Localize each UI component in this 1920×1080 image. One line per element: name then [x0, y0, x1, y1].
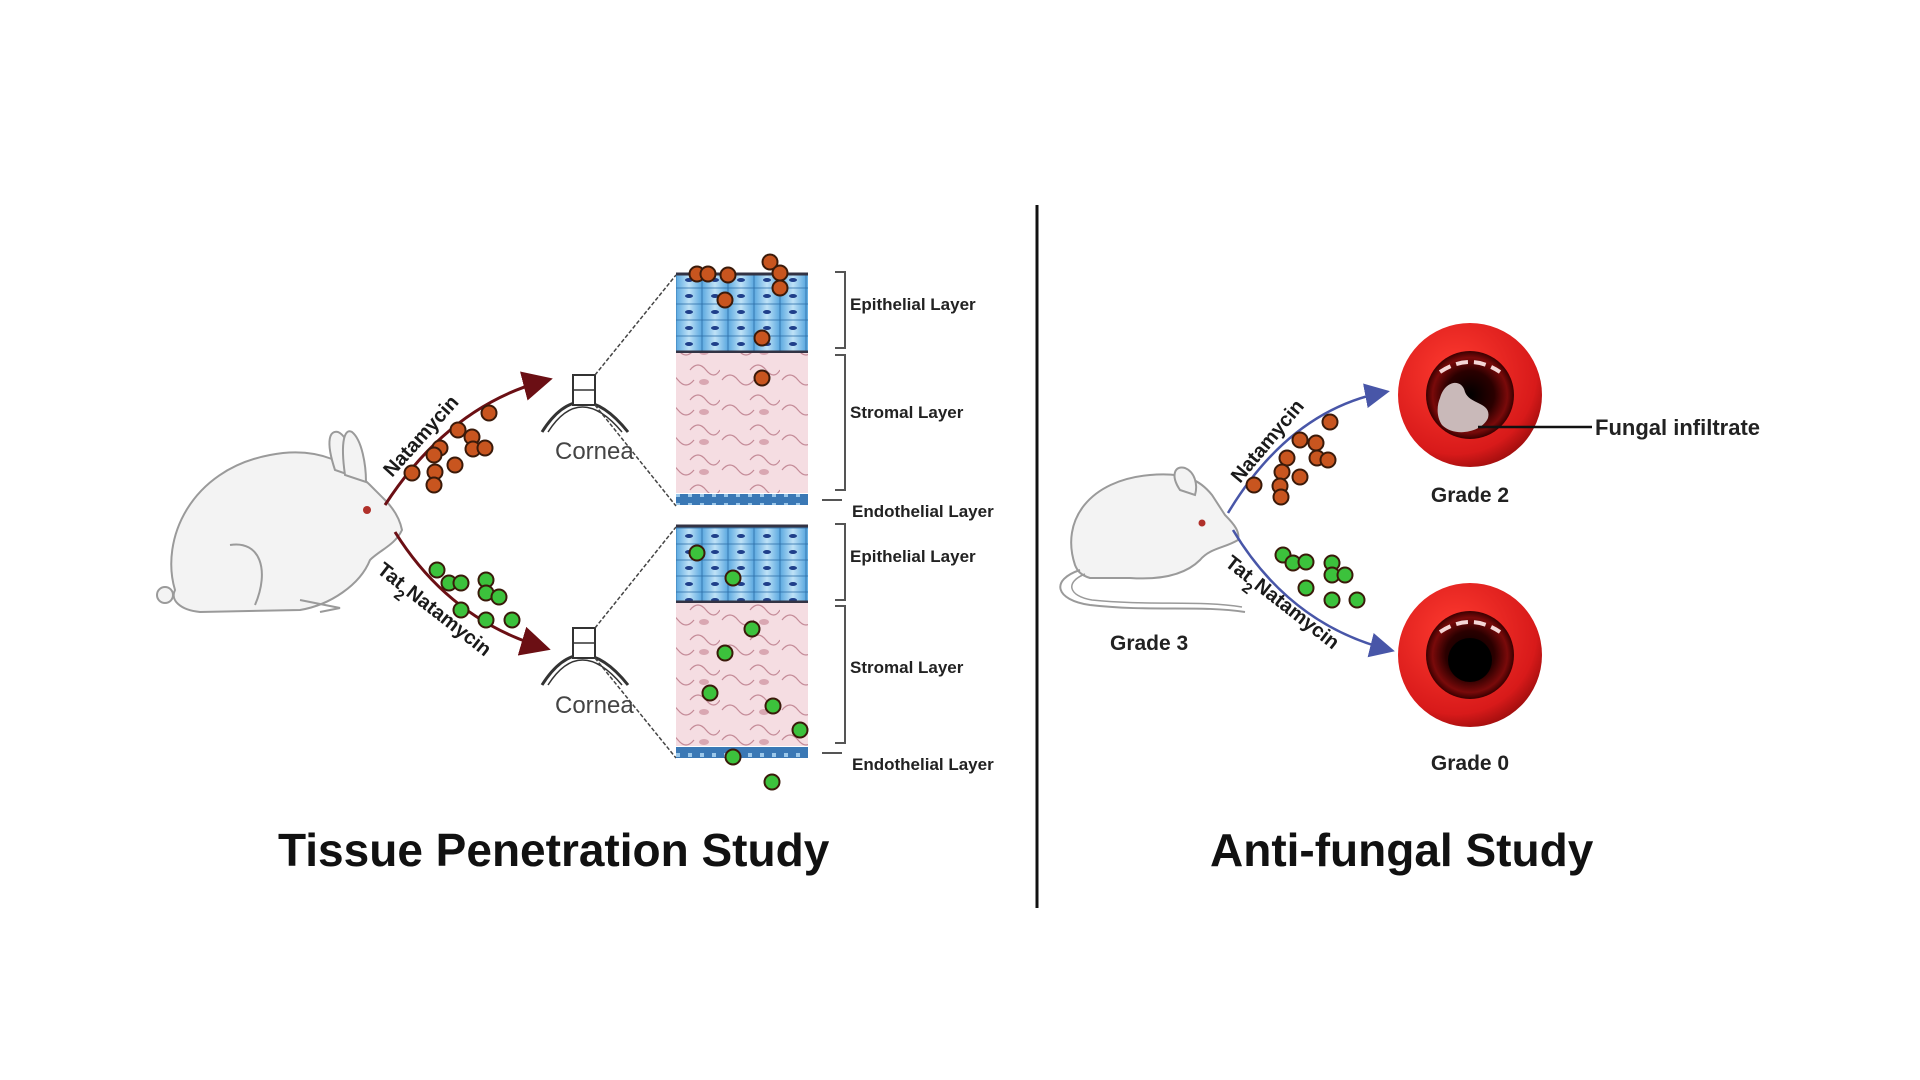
grade-2-label: Grade 2 — [1431, 484, 1509, 507]
natamycin-particles — [403, 404, 498, 494]
layer-label-epithelial: Epithelial Layer — [850, 547, 976, 566]
stromal-layer — [676, 353, 808, 493]
tat2natamycin-arrow — [1231, 529, 1395, 658]
cornea-label: Cornea — [555, 438, 634, 465]
drug-particle-icon — [791, 721, 809, 739]
cornea-icon — [540, 627, 630, 686]
mouse-eye — [1198, 519, 1206, 527]
tat2natamycin-particles — [428, 561, 521, 629]
drug-particle-icon — [771, 279, 789, 297]
fungal-infiltrate-label: Fungal infiltrate — [1595, 415, 1760, 440]
natamycin-tissue-particles — [688, 253, 789, 387]
drug-particle-icon — [1348, 591, 1366, 609]
drug-particle-icon — [425, 446, 443, 464]
drug-particle-icon — [771, 264, 789, 282]
drug-particle-icon — [1273, 463, 1291, 481]
drug-particle-icon — [403, 464, 421, 482]
drug-particle-icon — [452, 601, 470, 619]
layer-label-epithelial: Epithelial Layer — [850, 295, 976, 314]
cornea-label: Cornea — [555, 692, 634, 719]
cornea-cross-section-natamycin — [676, 272, 808, 505]
zoom-line — [594, 657, 677, 759]
drug-particle-icon — [724, 748, 742, 766]
drug-particle-icon — [1323, 591, 1341, 609]
drug-particle-icon — [477, 611, 495, 629]
drug-particle-icon — [1297, 553, 1315, 571]
drug-particle-icon — [1336, 566, 1354, 584]
drug-particle-icon — [1297, 579, 1315, 597]
grade-0-label: Grade 0 — [1431, 752, 1509, 775]
tat2natamycin-particles — [1274, 546, 1366, 609]
cornea-cross-section-tat2natamycin — [676, 524, 808, 758]
drug-particle-icon — [699, 265, 717, 283]
mouse-icon — [1059, 466, 1246, 613]
rabbit-eye — [363, 506, 371, 514]
drug-particle-icon — [428, 561, 446, 579]
drug-particle-icon — [761, 253, 779, 271]
drug-particle-icon — [476, 439, 494, 457]
drug-particle-icon — [425, 476, 443, 494]
drug-particle-icon — [1278, 449, 1296, 467]
drug-particle-icon — [446, 456, 464, 474]
drug-particle-icon — [701, 684, 719, 702]
drug-particle-icon — [724, 569, 742, 587]
left-panel-title: Tissue Penetration Study — [278, 824, 830, 876]
epithelial-layer — [676, 526, 808, 602]
drug-particle-icon — [480, 404, 498, 422]
drug-particle-icon — [719, 266, 737, 284]
drug-particle-icon — [1319, 451, 1337, 469]
drug-particle-icon — [753, 329, 771, 347]
right-panel-title: Anti-fungal Study — [1210, 824, 1594, 876]
fungal-infiltrate — [1437, 382, 1489, 433]
mouse-grade-label: Grade 3 — [1110, 632, 1188, 655]
cornea-icon — [540, 374, 630, 433]
layer-label-stromal: Stromal Layer — [850, 403, 964, 422]
drug-particle-icon — [449, 421, 467, 439]
endothelial-layer — [676, 494, 808, 505]
drug-particle-icon — [743, 620, 761, 638]
zoom-line — [594, 526, 677, 629]
drug-particle-icon — [503, 611, 521, 629]
layer-label-endothelial: Endothelial Layer — [852, 502, 994, 521]
drug-particle-icon — [490, 588, 508, 606]
drug-particle-icon — [764, 697, 782, 715]
natamycin-particles — [1245, 413, 1339, 506]
endothelial-layer — [676, 747, 808, 758]
drug-particle-icon — [1307, 434, 1325, 452]
layer-label-stromal: Stromal Layer — [850, 658, 964, 677]
eye-icon-grade-0 — [1398, 583, 1542, 727]
drug-particle-icon — [716, 291, 734, 309]
rabbit-icon — [156, 430, 404, 614]
zoom-line — [594, 274, 677, 376]
drug-particle-icon — [1291, 468, 1309, 486]
natamycin-arrow — [1226, 383, 1390, 514]
layer-label-endothelial: Endothelial Layer — [852, 755, 994, 774]
drug-particle-icon — [716, 644, 734, 662]
eye-icon-grade-2 — [1398, 323, 1542, 467]
epithelial-layer — [676, 274, 808, 352]
drug-particle-icon — [1272, 488, 1290, 506]
drug-particle-icon — [1321, 413, 1339, 431]
drug-particle-icon — [763, 773, 781, 791]
drug-particle-icon — [452, 574, 470, 592]
zoom-line — [594, 404, 677, 507]
drug-particle-icon — [1245, 476, 1263, 494]
stromal-layer — [676, 603, 808, 746]
drug-particle-icon — [688, 544, 706, 562]
tat2natamycin-tissue-particles — [688, 544, 809, 791]
drug-particle-icon — [753, 369, 771, 387]
drug-particle-icon — [1291, 431, 1309, 449]
